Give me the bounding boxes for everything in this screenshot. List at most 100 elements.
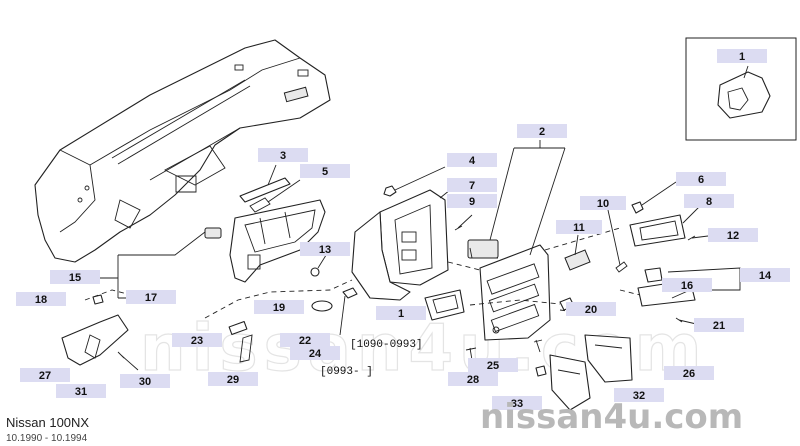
callout-number: 32	[633, 390, 645, 402]
inset-box	[685, 37, 797, 141]
callout-box	[300, 242, 350, 256]
callout-c6: 6	[676, 172, 726, 186]
callout-box	[468, 358, 518, 372]
callout-c29: 29	[208, 372, 258, 386]
callout-box	[50, 270, 100, 284]
callout-number: 2	[539, 126, 545, 138]
callout-box	[684, 194, 734, 208]
part-13-screw	[310, 251, 329, 277]
callout-number: 6	[698, 174, 704, 186]
callout-number: 25	[487, 360, 499, 372]
callout-c18: 18	[16, 292, 66, 306]
callout-c3: 3	[258, 148, 308, 162]
part-27-lower-cover	[61, 314, 129, 366]
callout-c19: 19	[254, 300, 304, 314]
part-1-trim-frame	[424, 289, 465, 321]
callout-number: 9	[469, 196, 475, 208]
part-6-nut	[631, 201, 644, 214]
part-17-cluster-bezel	[204, 199, 326, 283]
callout-box	[580, 196, 626, 210]
part-26-side-cover	[584, 334, 633, 383]
part-22-clip	[342, 287, 358, 299]
callout-box	[676, 172, 726, 186]
callout-number: 26	[683, 368, 695, 380]
callout-number: 14	[759, 270, 772, 282]
callout-number: 7	[469, 180, 475, 192]
callout-number: 19	[273, 302, 285, 314]
part-2-center-console-face	[479, 244, 551, 341]
callout-number: 24	[309, 348, 322, 360]
callout-box	[20, 368, 70, 382]
callout-box	[556, 220, 602, 234]
callout-number: 1	[739, 51, 745, 63]
callout-number: 33	[511, 398, 523, 410]
callout-box	[662, 278, 712, 292]
callout-number: 11	[573, 222, 585, 234]
callout-number: 8	[706, 196, 712, 208]
callout-box	[447, 178, 497, 192]
date-range-a: [1090-0993]	[350, 339, 423, 351]
callout-c23: 23	[172, 333, 222, 347]
callout-c12: 12	[708, 228, 758, 242]
callout-box	[492, 396, 542, 410]
callout-c2: 2	[517, 124, 567, 138]
callout-c9: 9	[447, 194, 497, 208]
callout-number: 21	[713, 320, 725, 332]
callout-box	[172, 333, 222, 347]
callout-c25: 25	[468, 358, 518, 372]
callout-box	[208, 372, 258, 386]
callout-number: 29	[227, 374, 239, 386]
callout-box	[376, 306, 426, 320]
callout-c28: 28	[448, 372, 498, 386]
callout-number: 3	[280, 150, 286, 162]
callout-c24: 24	[290, 346, 340, 360]
date-range-b: [0993- ]	[320, 366, 373, 378]
part-5-clip	[249, 197, 271, 213]
site-watermark: nissan4u.com	[480, 397, 743, 437]
callout-c31: 31	[56, 384, 106, 398]
callout-number: 1	[398, 308, 404, 320]
part-19-pad	[311, 300, 333, 312]
callout-box	[280, 333, 330, 347]
callout-box	[717, 49, 767, 63]
part-8-pocket	[629, 214, 686, 247]
callout-c4: 4	[447, 153, 497, 167]
part-18-clip	[92, 294, 104, 305]
dashboard-panel	[34, 39, 331, 263]
callout-c16: 16	[662, 278, 712, 292]
part-7-center-side-panel	[351, 189, 449, 301]
callout-c22: 22	[280, 333, 330, 347]
callout-box	[447, 153, 497, 167]
callout-c14: 14	[740, 268, 790, 282]
callout-c17: 17	[126, 290, 176, 304]
callout-number: 22	[299, 335, 311, 347]
callout-box	[258, 148, 308, 162]
callout-box	[56, 384, 106, 398]
callout-number: 18	[35, 294, 47, 306]
callout-c1b: 1	[376, 306, 426, 320]
callout-c7: 7	[447, 178, 497, 192]
callout-box	[448, 372, 498, 386]
callout-number: 13	[319, 244, 331, 256]
callout-number: 12	[727, 230, 739, 242]
part-25-screw	[533, 339, 543, 353]
callout-box	[708, 228, 758, 242]
callout-c8: 8	[684, 194, 734, 208]
callout-number: 15	[69, 272, 81, 284]
part-3-strip	[239, 177, 291, 203]
callout-c13: 13	[300, 242, 350, 256]
callout-c15: 15	[50, 270, 100, 284]
part-1-inset-cover	[717, 71, 771, 119]
callout-box	[614, 388, 664, 402]
callout-box	[694, 318, 744, 332]
callout-number: 30	[139, 376, 151, 388]
callout-box	[16, 292, 66, 306]
callout-c27: 27	[20, 368, 70, 382]
callout-number: 27	[39, 370, 51, 382]
part-33-clip	[535, 365, 547, 377]
callout-box	[120, 374, 170, 388]
part-11-pad	[564, 249, 591, 271]
part-12-screw	[687, 235, 709, 241]
